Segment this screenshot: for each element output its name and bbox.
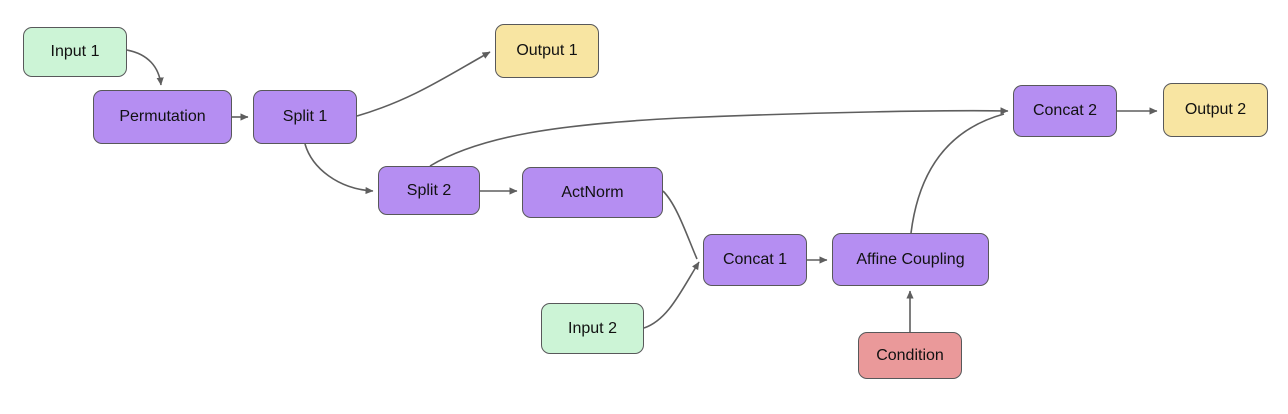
edge-split-2-concat-2 [429,107,1009,167]
node-label: ActNorm [561,183,624,201]
node-concat-1: Concat 1 [703,234,807,286]
node-split-1: Split 1 [253,90,357,144]
node-label: Input 2 [568,319,617,337]
node-output-1: Output 1 [495,24,599,78]
node-input-2: Input 2 [541,303,644,354]
edge-input-1-permutation [126,49,164,86]
node-label: Concat 2 [1032,102,1098,119]
node-label: Split 2 [406,181,452,199]
node-label: Condition [876,346,944,364]
edge-split-1-split-2 [304,143,374,195]
node-condition: Condition [858,332,962,379]
node-label: Output 1 [516,42,578,59]
edge-affine-coupling-concat-2 [910,113,1005,234]
node-affine-coupling: Affine Coupling [832,233,989,286]
node-label: Affine Coupling [856,250,965,268]
node-concat-2: Concat 2 [1013,85,1117,137]
edge-input-2-concat-1 [643,261,700,329]
node-label: Permutation [119,108,206,125]
node-label: Split 1 [282,108,328,125]
node-label: Output 2 [1184,101,1247,118]
node-label: Input 1 [50,43,100,60]
node-label: Concat 1 [722,251,788,268]
node-permutation: Permutation [93,90,232,144]
edge-actnorm-concat-1 [662,190,698,260]
node-input-1: Input 1 [23,27,127,77]
node-actnorm: ActNorm [522,167,663,218]
node-split-2: Split 2 [378,166,480,215]
edge-split-1-output-1 [356,51,491,117]
node-output-2: Output 2 [1163,83,1268,137]
